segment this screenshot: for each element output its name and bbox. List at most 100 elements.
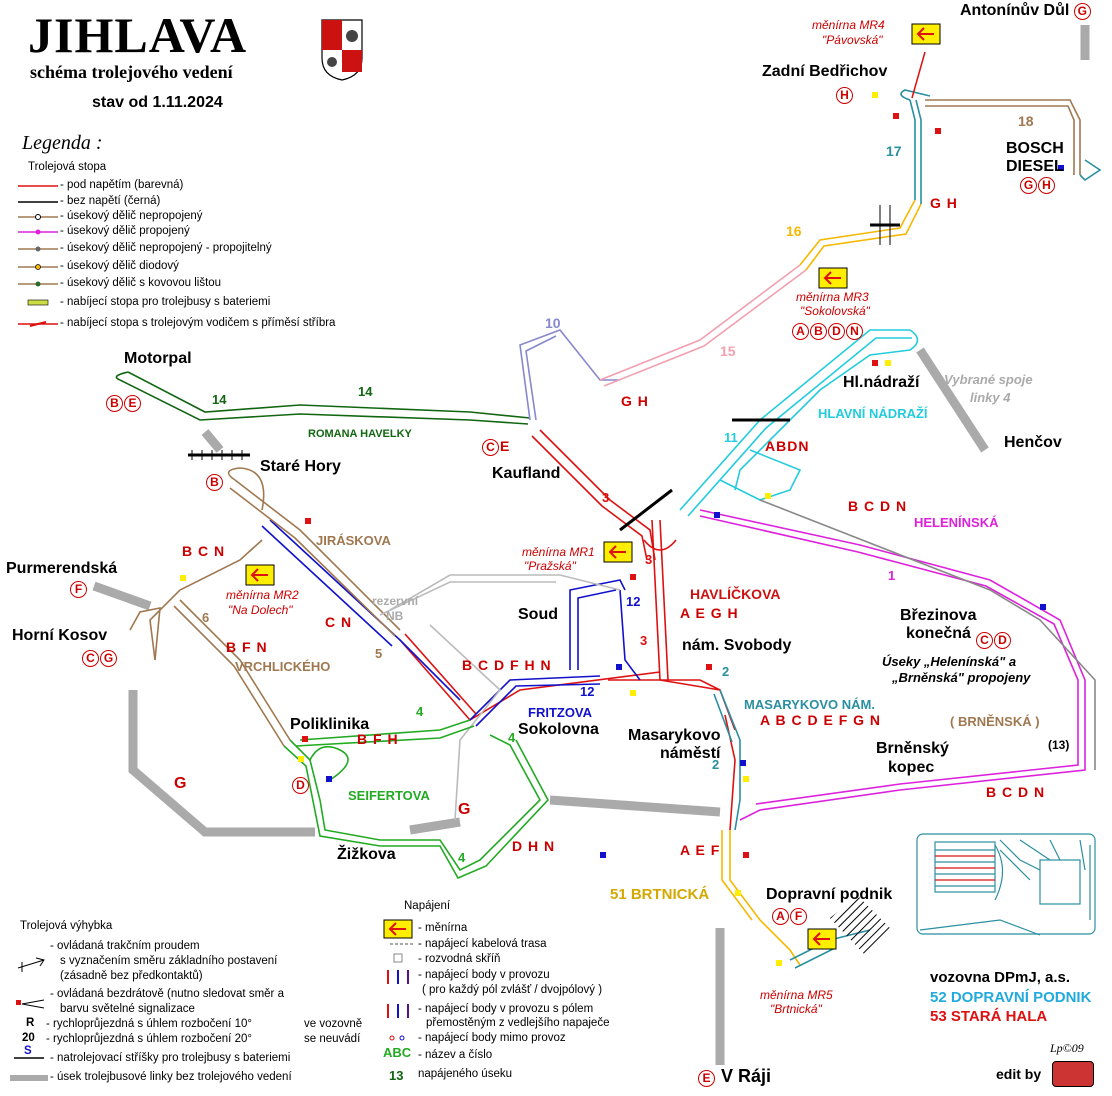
legend-switch-symbol-r: R xyxy=(26,1017,35,1029)
line-jiraskova-loop xyxy=(227,467,265,511)
line-cyan-ring xyxy=(719,449,802,501)
section-romana-havelky: ROMANA HAVELKY xyxy=(308,428,412,440)
legend-power-heading: Napájení xyxy=(404,900,451,912)
legend-item: - úsekový dělič nepropojený - propojitel… xyxy=(60,242,272,254)
stop-sokolovna: Sokolovna xyxy=(518,721,599,738)
section-number-6: 6 xyxy=(202,610,210,625)
substation-mr1-place: "Pražská" xyxy=(524,559,576,573)
section-number-3: 3 xyxy=(602,490,610,505)
line-fritzova xyxy=(469,675,601,727)
legend-switch-item: - rychloprůjezdná s úhlem rozbočení 20° xyxy=(46,1033,252,1045)
substation-icons xyxy=(245,23,941,950)
line-heleninska-grey xyxy=(759,499,1096,770)
legend-switch-item: barvu světelné signalizace xyxy=(60,1003,195,1015)
legend-switch-item: ve vozovně xyxy=(304,1018,363,1030)
substation-mr4-icon xyxy=(911,23,941,45)
stop-v-raji: E V Ráji xyxy=(698,1066,771,1087)
lines-bcdn-heleninska: B C D N xyxy=(848,498,908,514)
legend-switch-symbol-s: S xyxy=(24,1045,32,1057)
lines-abdn: ABDN xyxy=(765,438,810,454)
lines-cn: C N xyxy=(325,614,353,630)
depot-schema xyxy=(916,833,1096,936)
power-legend-samples xyxy=(383,919,414,1041)
substation-mr5-icon xyxy=(807,928,837,950)
substation-mr1-label: měnírna MR1 xyxy=(522,545,595,559)
line-12 xyxy=(619,589,641,681)
stop-zadni-bedrichov: Zadní Bedřichov xyxy=(762,63,888,80)
lines-bcdfhn: B C D F H N xyxy=(462,657,552,673)
legend-switch-item: - úsek trolejbusové linky bez trolejovéh… xyxy=(50,1071,292,1083)
section-hlavni-nadrazi: HLAVNÍ NÁDRAŽÍ xyxy=(818,406,928,421)
line-antoninuv xyxy=(1079,159,1102,182)
stop-nam-svobody: nám. Svobody xyxy=(682,637,792,654)
line-18 xyxy=(925,99,1081,175)
section-number-17: 17 xyxy=(886,143,902,159)
substation-mr4-label: měnírna MR4 xyxy=(812,18,885,32)
legend-power-item: - rozvodná skříň xyxy=(418,953,501,965)
legend-item: - úsekový dělič s kovovou lištou xyxy=(60,277,222,289)
legend-power-num: 13 xyxy=(389,1068,404,1083)
section-number-3: 3 xyxy=(640,633,648,648)
stop-hl-nadrazi: Hl.nádraží xyxy=(843,374,920,391)
stop-horni-kosov: Horní Kosov xyxy=(12,627,108,644)
stop-motorpal: Motorpal xyxy=(124,350,192,367)
line-green-4 xyxy=(295,719,475,747)
credit-edit-by: edit by xyxy=(996,1066,1042,1082)
substation-mr2-place: "Na Dolech" xyxy=(228,603,293,617)
line-center-loop xyxy=(608,679,736,731)
legend-switch-item: se neuvádí xyxy=(304,1033,361,1045)
lines-bcn: B C N xyxy=(182,543,226,559)
line-seifertova-loop xyxy=(309,745,349,781)
section-number-4: 4 xyxy=(416,704,424,719)
stop-bosch: BOSCH xyxy=(1006,140,1064,157)
railway-crossings xyxy=(188,223,900,532)
line-horni-kosov xyxy=(129,607,161,661)
legend-item: - úsekový dělič propojený xyxy=(60,225,190,237)
stop-brnensky: Brněnský xyxy=(876,740,949,757)
line-17 xyxy=(909,99,922,204)
line-brtnicka xyxy=(721,830,801,966)
legend-samples xyxy=(10,185,58,1081)
line-heleninska-2 xyxy=(699,515,1079,805)
legend-switch-item: - natrolejovací stříšky pro trolejbusy s… xyxy=(50,1052,291,1064)
note-useky-line1: Úseky „Helenínská" a xyxy=(882,654,1017,669)
line-masarykovo-red xyxy=(724,714,736,831)
section-number-3: 3 xyxy=(645,552,653,567)
legend-track-heading: Trolejová stopa xyxy=(28,161,107,173)
substation-mr2-icon xyxy=(245,564,275,586)
legend-item: - pod napětím (barevná) xyxy=(60,179,184,191)
stop-brnensky-kopec: kopec xyxy=(888,759,935,776)
substation-mr3-place: "Sokolovská" xyxy=(800,304,870,318)
line-hl-nadrazi-loop xyxy=(734,329,919,491)
lines-bfn: B F N xyxy=(226,639,268,655)
legend-switch-item: s vyznačením směru základního postavení xyxy=(60,955,278,967)
line-kaufland-red-2 xyxy=(531,435,648,561)
section-seifertova: SEIFERTOVA xyxy=(348,788,430,803)
line-bedrichov-loop xyxy=(900,89,931,101)
credit-lp: Lp©09 xyxy=(1050,1041,1084,1055)
stop-purmerendska-lines: F xyxy=(70,580,88,598)
line-16 xyxy=(799,199,922,271)
legend-switch-item: - rychloprůjezdná s úhlem rozbočení 10° xyxy=(46,1018,252,1030)
section-number-14: 14 xyxy=(212,392,227,407)
section-number-12: 12 xyxy=(626,594,641,609)
stop-hencov: Henčov xyxy=(1004,434,1062,451)
legend-power-item: - napájecí body v provozu xyxy=(418,969,550,981)
line-10 xyxy=(519,329,620,421)
section-linky-4: linky 4 xyxy=(970,390,1011,405)
line-seifertova xyxy=(289,734,541,872)
legend-item: - nabíjecí stopa pro trolejbusy s bateri… xyxy=(60,296,271,308)
lines-bcdn-brnenska: B C D N xyxy=(986,784,1046,800)
substation-mr3-icon xyxy=(818,267,848,289)
stop-brezinova-konecna: konečná xyxy=(906,625,971,642)
lines-bfh: B F H xyxy=(357,731,399,747)
lines-aegh: A E G H xyxy=(680,605,739,621)
section-fritzova: FRITZOVA xyxy=(528,705,593,720)
section-heleninska: HELENÍNSKÁ xyxy=(914,515,999,530)
section-number-4: 4 xyxy=(458,850,466,865)
legend-switch-item: - ovládaná bezdrátově (nutno sledovat sm… xyxy=(50,988,284,1000)
legend-power-item: napájeného úseku xyxy=(418,1068,512,1080)
line-fritzova-north xyxy=(569,579,626,670)
line-seifertova-2 xyxy=(283,739,549,880)
